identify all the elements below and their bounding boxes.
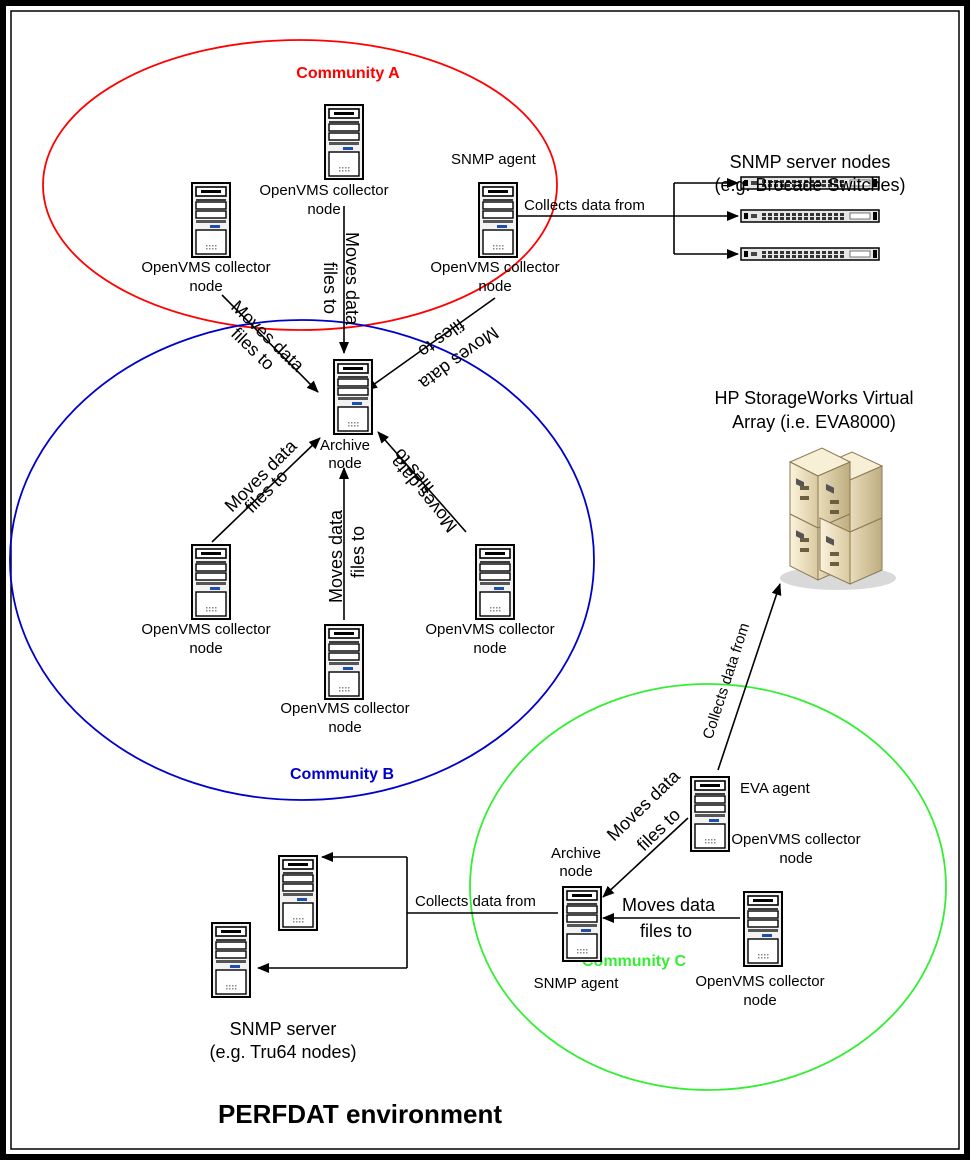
node-label-collector-c-bottom-line1: OpenVMS collector <box>695 973 824 990</box>
node-label-collector-left-a-line1: OpenVMS collector <box>141 259 270 276</box>
edge-label-top-line1: Moves data <box>342 232 362 326</box>
community-c-ellipse <box>469 683 947 1091</box>
connector-lines <box>211 178 782 973</box>
edge-label-c-bottom-line2: files to <box>640 921 692 941</box>
storage-array-icon <box>780 447 896 590</box>
community-c-label: Community C <box>582 953 686 970</box>
edge-label-c-bottom-line1: Moves data <box>622 895 716 915</box>
edge-label-tru64-collects: Collects data from <box>415 893 536 910</box>
node-label-collector-b-bottom-line2: node <box>328 719 361 736</box>
server-icon-tru64-1 <box>278 855 318 931</box>
edge-label-top-line2: files to <box>320 262 340 314</box>
node-label-collector-c-eva-line1: OpenVMS collector <box>731 831 860 848</box>
node-label-snmp-agent-c: SNMP agent <box>534 975 620 992</box>
node-label-collector-b-left-line1: OpenVMS collector <box>141 621 270 638</box>
community-a-label: Community A <box>296 65 400 82</box>
server-icon-snmp-agent-c <box>562 886 602 962</box>
node-label-collector-c-bottom-line2: node <box>743 992 776 1009</box>
switch-icon-2 <box>740 209 880 223</box>
storage-array-label-line2: Array (i.e. EVA8000) <box>732 412 896 432</box>
server-icon-collector-right-a <box>478 182 518 258</box>
server-icon-eva-agent <box>690 776 730 852</box>
node-label-collector-top-line2: node <box>307 201 340 218</box>
snmp-server-nodes-label-line1: SNMP server nodes <box>730 152 891 172</box>
diagram-title: PERFDAT environment <box>218 1099 502 1129</box>
node-label-snmp-agent-a: SNMP agent <box>451 151 537 168</box>
node-label-eva-agent: EVA agent <box>740 780 811 797</box>
arrow-b-right-to-archive <box>377 431 467 533</box>
arrow-b-left-to-archive <box>211 437 321 543</box>
server-icon-collector-left-a <box>191 182 231 258</box>
arrow-eva-collector-to-archive-c <box>602 817 689 898</box>
server-icon-tru64-2 <box>211 922 251 998</box>
server-icon-collector-top <box>324 104 364 180</box>
node-label-collector-right-a-line2: node <box>478 278 511 295</box>
node-label-archive-b-line2: node <box>328 455 361 472</box>
server-icon-collector-b-bottom <box>324 624 364 700</box>
switch-icon-3 <box>740 247 880 261</box>
edge-label-b-bottom-line2: files to <box>348 526 368 578</box>
edge-label-snmp-collects: Collects data from <box>524 197 645 214</box>
snmp-server-nodes-label-line2: (e.g. Brocade Switches) <box>714 175 905 195</box>
server-icon-collector-c-bottom <box>743 891 783 967</box>
node-label-collector-top-line1: OpenVMS collector <box>259 182 388 199</box>
arrow-right-a-collector-to-archive <box>365 297 496 391</box>
node-label-collector-b-bottom-line1: OpenVMS collector <box>280 700 409 717</box>
arrow-eva-to-storage <box>717 583 782 771</box>
server-icon-collector-b-right <box>475 544 515 620</box>
node-label-collector-b-right-line2: node <box>473 640 506 657</box>
server-icon-archive-b <box>333 359 373 435</box>
edge-label-b-bottom-line1: Moves data <box>326 509 346 603</box>
node-label-archive-b-line1: Archive <box>320 437 370 454</box>
node-label-collector-c-eva-line2: node <box>779 850 812 867</box>
arrow-left-a-collector-to-archive <box>221 294 319 393</box>
community-a-ellipse <box>42 39 558 331</box>
community-b-ellipse <box>9 319 595 801</box>
node-label-archive-c-line1: Archive <box>551 845 601 862</box>
node-label-collector-left-a-line2: node <box>189 278 222 295</box>
node-label-collector-b-right-line1: OpenVMS collector <box>425 621 554 638</box>
node-label-collector-b-left-line2: node <box>189 640 222 657</box>
storage-array-label-line1: HP StorageWorks Virtual <box>714 388 913 408</box>
server-icon-collector-b-left <box>191 544 231 620</box>
node-label-collector-right-a-line1: OpenVMS collector <box>430 259 559 276</box>
node-label-archive-c-line2: node <box>559 863 592 880</box>
snmp-server-label-line2: (e.g. Tru64 nodes) <box>209 1042 356 1062</box>
community-b-label: Community B <box>290 766 394 783</box>
snmp-server-label-line1: SNMP server <box>230 1019 337 1039</box>
